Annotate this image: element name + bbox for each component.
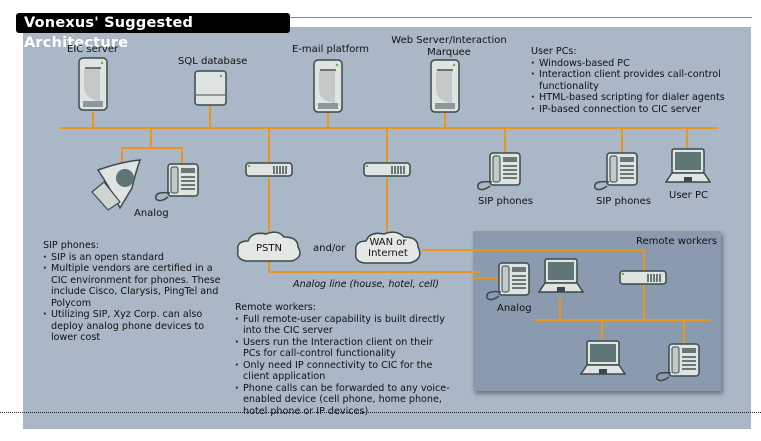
user-pcs-heading: User PCs: [531, 46, 577, 57]
remote-workers-title: Remote workers [636, 236, 718, 247]
analog-label: Analog [134, 208, 169, 219]
user-pcs-bullet: Windows-based PC [531, 58, 731, 70]
sip-phone-icon [594, 152, 638, 191]
wan-internet-cloud-icon [354, 231, 421, 264]
dotted-page-rule [0, 412, 761, 413]
user-pcs-bullet: IP-based connection to CIC server [531, 104, 731, 116]
sql-database-label: SQL database [178, 56, 248, 67]
diagram-title: Vonexus' Suggested Architecture [16, 13, 290, 51]
database-server-icon [194, 70, 227, 106]
remote-note-bullet: Only need IP connectivity to CIC for the… [235, 360, 450, 383]
header-rule [290, 17, 752, 18]
tower-server-icon [78, 57, 108, 111]
tower-server-icon [430, 59, 460, 113]
gateway-icon [245, 162, 293, 177]
sip-note-heading: SIP phones: [43, 240, 100, 251]
remote-laptop-icon [538, 258, 584, 293]
web-server-label-line2: Marquee [427, 47, 471, 58]
gateway-icon [363, 162, 411, 177]
remote-desk-phone-icon [656, 343, 700, 382]
desk-phone-icon [155, 163, 199, 202]
and-or-label: and/or [313, 243, 346, 254]
remote-note-bullet: Phone calls can be forwarded to any voic… [235, 383, 450, 418]
web-server-label: Web Server/Interaction Marquee [388, 35, 510, 59]
user-pcs-bullet: Interaction client provides call-control… [531, 69, 731, 92]
wan-label-line2: Internet [368, 248, 408, 259]
pstn-cloud-icon [236, 231, 301, 262]
remote-laptop-icon [580, 340, 626, 375]
remote-analog-phone-icon [486, 262, 530, 301]
sip-note-bullet: Multiple vendors are certified in a CIC … [43, 263, 223, 309]
remote-note-bullet: Full remote-user capability is built dir… [235, 314, 450, 337]
laptop-icon [665, 148, 711, 183]
eic-server-label: EIC server [67, 44, 119, 55]
remote-analog-label: Analog [497, 303, 532, 314]
sip-phones-label: SIP phones [478, 196, 534, 207]
tower-server-icon [313, 59, 343, 113]
sip-note-bullet: SIP is an open standard [43, 252, 223, 264]
email-platform-label: E-mail platform [292, 44, 370, 55]
remote-note-bullet: Users run the Interaction client on thei… [235, 337, 450, 360]
user-pc-label: User PC [669, 190, 708, 201]
sip-phone-icon [477, 152, 521, 191]
remote-note-heading: Remote workers: [235, 302, 317, 313]
wan-internet-label: WAN or Internet [358, 237, 418, 259]
remote-workers-note: Remote workers: Full remote-user capabil… [235, 302, 450, 417]
wan-label-line1: WAN or [369, 237, 407, 248]
sip-note-bullet: Utilizing SIP, Xyz Corp. can also deploy… [43, 309, 223, 344]
sip-phones-label: SIP phones [596, 196, 652, 207]
user-pcs-note: User PCs: Windows-based PC Interaction c… [531, 46, 731, 115]
sip-phones-note: SIP phones: SIP is an open standard Mult… [43, 240, 223, 344]
web-server-label-line1: Web Server/Interaction [391, 35, 507, 46]
conference-phone-icon [91, 159, 142, 211]
analog-line-label: Analog line (house, hotel, cell) [293, 279, 439, 290]
pstn-label: PSTN [256, 243, 282, 254]
remote-gateway-icon [619, 270, 667, 285]
user-pcs-bullet: HTML-based scripting for dialer agents [531, 92, 731, 104]
